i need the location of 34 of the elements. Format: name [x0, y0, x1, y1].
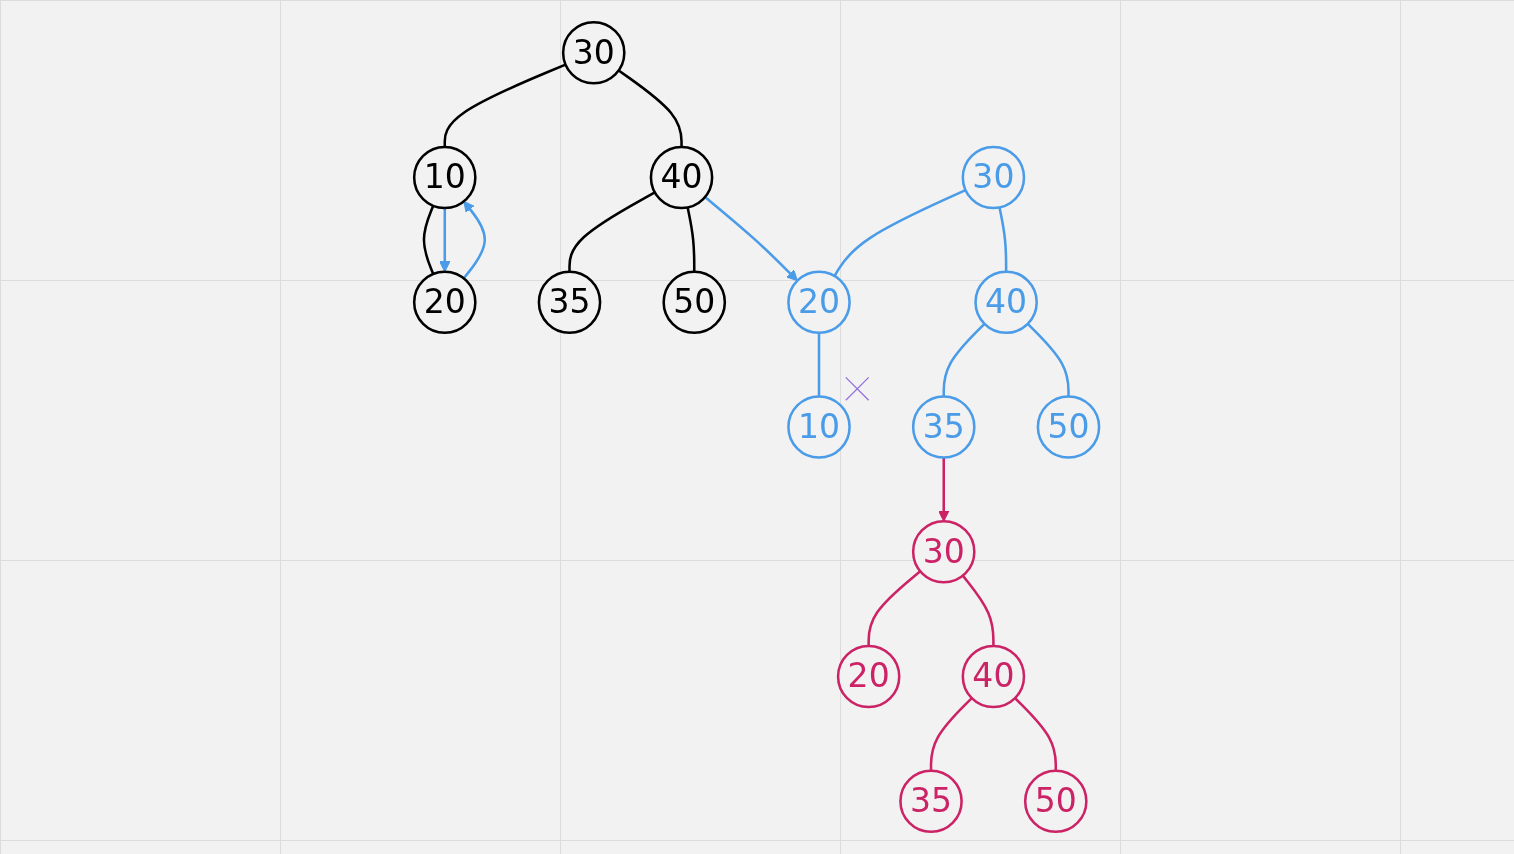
connector: [833, 189, 967, 277]
connector: [686, 207, 696, 272]
connector: [1014, 697, 1058, 771]
node-circle: 20: [837, 644, 901, 709]
node-circle: 10: [787, 395, 852, 459]
node-circle: 50: [1037, 395, 1101, 459]
node-circle: 20: [413, 270, 477, 335]
connector: [962, 574, 996, 646]
connector: [867, 570, 922, 646]
connector: [818, 332, 821, 397]
connector: [568, 191, 656, 272]
node-circle: 30: [961, 145, 1026, 210]
connector: [1027, 322, 1071, 397]
node-circle: 40: [961, 644, 1026, 709]
node-circle: 20: [787, 270, 852, 335]
node-circle: 35: [538, 270, 602, 335]
node-circle: 40: [650, 145, 714, 210]
node-circle: 30: [562, 20, 626, 85]
node-circle: 10: [413, 145, 477, 210]
connector: [618, 69, 684, 147]
connector: [942, 322, 986, 397]
node-circle: 30: [912, 519, 976, 584]
connector: [443, 63, 567, 147]
arrow: [463, 200, 487, 280]
arrow: [704, 196, 799, 282]
node-circle: 50: [1024, 769, 1088, 834]
node-circle: 40: [974, 270, 1039, 335]
connector: [998, 207, 1008, 272]
node-circle: 35: [899, 769, 964, 834]
node-circle: 35: [912, 395, 976, 459]
connector: [423, 205, 435, 275]
node-circle: 50: [662, 270, 727, 335]
connector: [930, 697, 974, 771]
arrow: [938, 457, 950, 522]
